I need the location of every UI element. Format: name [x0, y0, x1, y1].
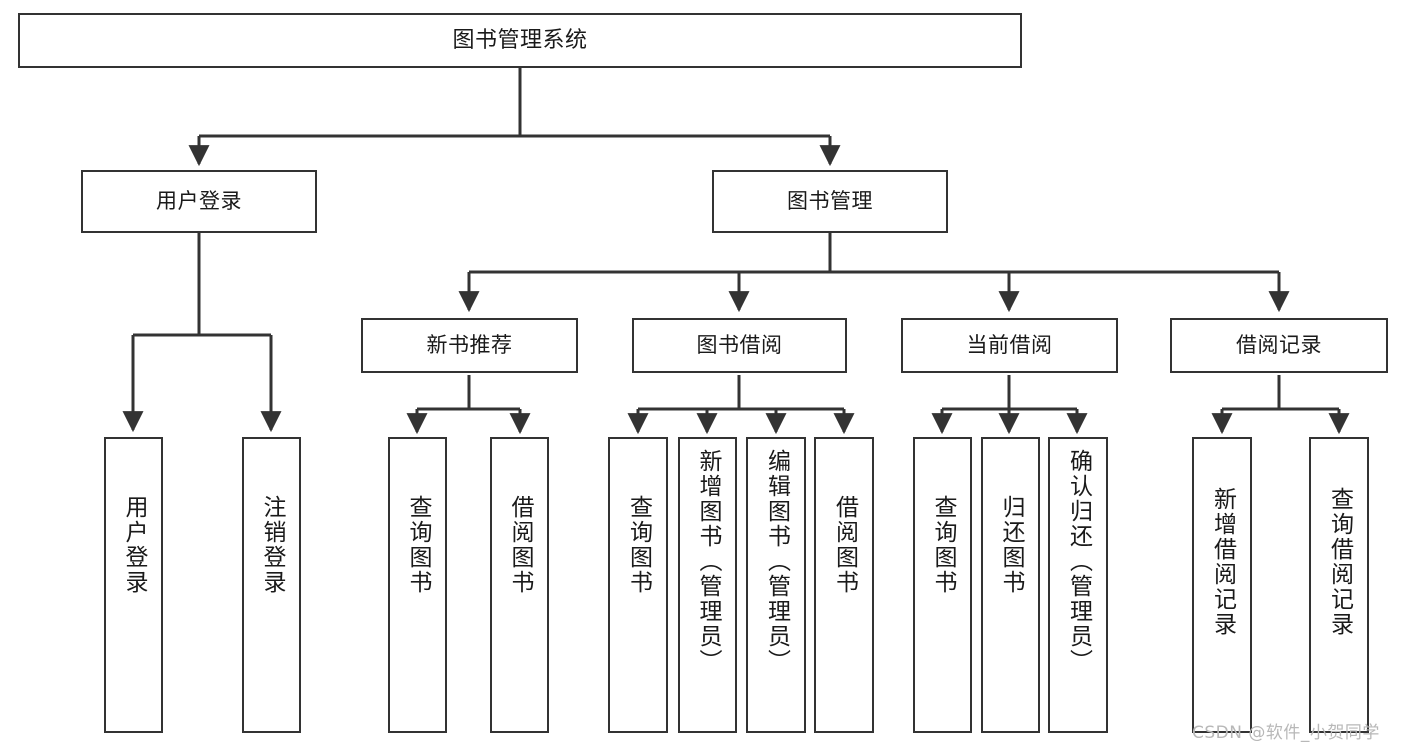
node-current-borrow[interactable]: 当前借阅 [901, 318, 1118, 373]
node-label: 借阅记录 [1236, 333, 1322, 358]
node-label: 新增借阅记录 [1209, 487, 1236, 637]
node-leaf-add-borrow-record[interactable]: 新增借阅记录 [1192, 437, 1252, 733]
node-label: 图书管理 [787, 189, 873, 214]
node-leaf-query-book-recommend[interactable]: 查询图书 [388, 437, 447, 733]
node-label: 用户登录 [121, 495, 147, 595]
node-leaf-user-login[interactable]: 用户登录 [104, 437, 163, 733]
node-leaf-borrow-book[interactable]: 借阅图书 [814, 437, 874, 733]
node-label: 查询图书 [625, 495, 652, 595]
node-leaf-return-book[interactable]: 归还图书 [981, 437, 1040, 733]
csdn-watermark: CSDN @软件_小贺同学 [1192, 723, 1380, 743]
node-label: 当前借阅 [966, 333, 1053, 358]
node-borrow-record[interactable]: 借阅记录 [1170, 318, 1388, 373]
node-root-book-management-system[interactable]: 图书管理系统 [18, 13, 1022, 68]
node-label: 借阅图书 [507, 495, 533, 595]
node-leaf-edit-book-admin[interactable]: 编辑图书（管理员） [746, 437, 806, 733]
node-user-login[interactable]: 用户登录 [81, 170, 317, 233]
node-leaf-query-book-current[interactable]: 查询图书 [913, 437, 972, 733]
node-leaf-add-book-admin[interactable]: 新增图书（管理员） [678, 437, 737, 733]
node-leaf-confirm-return-admin[interactable]: 确认归还（管理员） [1048, 437, 1108, 733]
node-leaf-logout-login[interactable]: 注销登录 [242, 437, 301, 733]
node-label: 查询图书 [405, 495, 431, 595]
node-leaf-query-borrow-record[interactable]: 查询借阅记录 [1309, 437, 1369, 733]
node-label: 新增图书（管理员） [695, 449, 721, 674]
node-label: 查询图书 [930, 495, 956, 595]
node-label: 注销登录 [259, 495, 285, 595]
node-label: 用户登录 [156, 189, 242, 214]
node-label: 新书推荐 [426, 333, 513, 358]
node-label: 查询借阅记录 [1326, 487, 1353, 637]
node-book-management[interactable]: 图书管理 [712, 170, 948, 233]
node-label: 图书管理系统 [452, 27, 588, 53]
node-leaf-borrow-book-recommend[interactable]: 借阅图书 [490, 437, 549, 733]
node-label: 确认归还（管理员） [1065, 449, 1092, 674]
node-new-book-recommend[interactable]: 新书推荐 [361, 318, 578, 373]
node-label: 借阅图书 [831, 495, 858, 595]
node-label: 图书借阅 [696, 333, 783, 358]
node-label: 归还图书 [998, 495, 1024, 595]
node-book-borrow[interactable]: 图书借阅 [632, 318, 847, 373]
node-label: 编辑图书（管理员） [763, 449, 790, 674]
node-leaf-query-book-borrow[interactable]: 查询图书 [608, 437, 668, 733]
